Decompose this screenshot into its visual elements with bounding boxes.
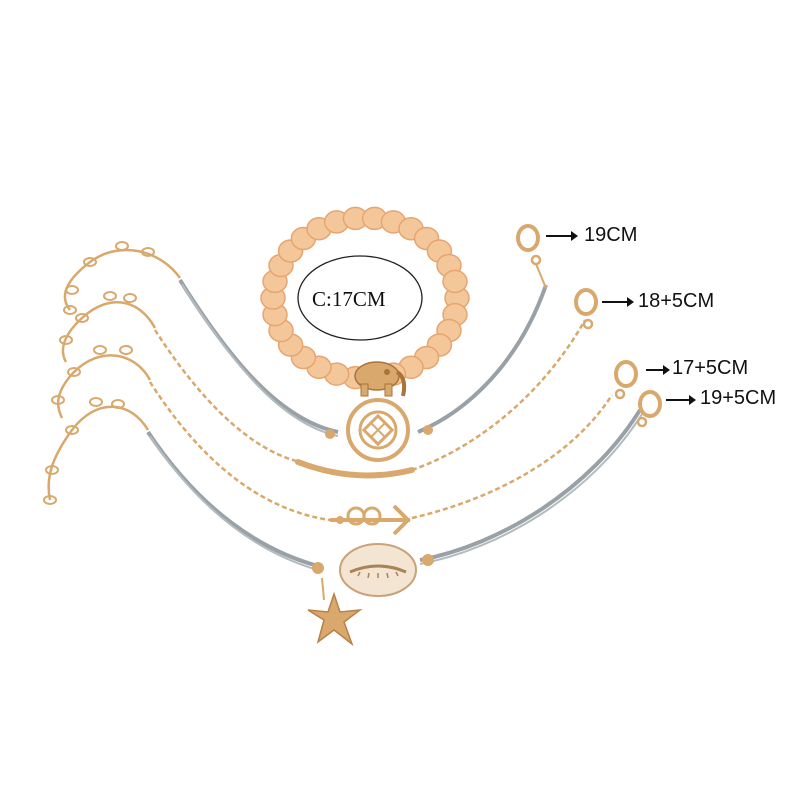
anchor-charm-icon <box>330 504 411 536</box>
chain-link <box>123 293 137 303</box>
chain-link <box>67 367 81 377</box>
chain-bracelet-bar <box>153 319 587 479</box>
chain-link <box>75 313 89 323</box>
chain-link <box>93 345 107 355</box>
size-label-4: 19+5CM <box>700 387 777 409</box>
circumference-label: C:17CM <box>312 287 386 311</box>
starfish-charm-icon <box>307 577 363 647</box>
elephant-charm-icon <box>354 361 407 397</box>
chain-link <box>63 305 77 315</box>
chain-link <box>43 495 57 505</box>
cowrie-shell-icon <box>339 543 417 597</box>
size-arrow-2 <box>602 297 634 307</box>
cord-bracelet-shell <box>146 408 643 574</box>
size-arrow-4 <box>666 395 696 405</box>
filigree-charm-icon <box>346 398 410 462</box>
lobster-clasp-icon <box>614 360 638 400</box>
chain-link <box>141 247 155 257</box>
size-label-2: 18+5CM <box>638 290 715 312</box>
chain-link <box>65 285 79 295</box>
chain-bracelet-anchor <box>148 381 614 522</box>
chain-link <box>111 399 125 409</box>
size-arrow-1 <box>546 231 578 241</box>
lobster-clasp-icon <box>636 390 662 428</box>
size-label-1: 19CM <box>584 224 638 246</box>
lobster-clasp-icon <box>574 288 598 330</box>
cord-bracelet-filigree <box>178 278 548 439</box>
chain-link <box>115 241 129 251</box>
bead <box>442 269 468 294</box>
chain-link <box>89 397 103 407</box>
chain-link <box>59 335 73 345</box>
chain-link <box>83 257 97 267</box>
size-arrow-3 <box>646 365 670 375</box>
circumference-ellipse <box>297 255 423 341</box>
chain-link <box>45 465 59 475</box>
lobster-clasp-icon <box>516 224 547 289</box>
chain-link <box>119 345 133 355</box>
chain-link <box>103 291 117 301</box>
chain-link <box>51 395 65 405</box>
size-label-3: 17+5CM <box>672 357 749 379</box>
chain-link <box>65 425 79 435</box>
